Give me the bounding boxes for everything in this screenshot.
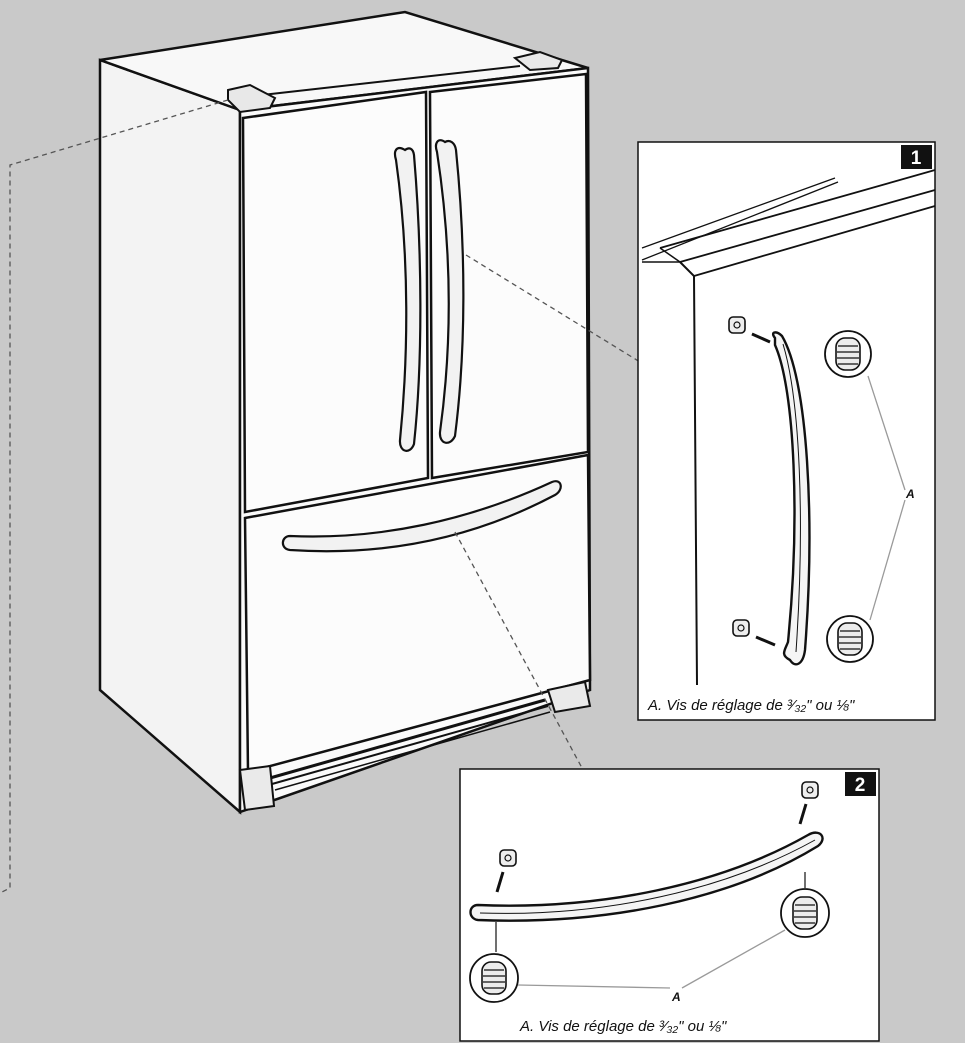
detail-1-frame (637, 141, 936, 721)
detail-1-callout-lines (867, 375, 906, 621)
refrigerator (98, 10, 592, 815)
detail-2-callout-letter: A (671, 990, 681, 1004)
detail-panel-2: 2 (459, 768, 880, 1042)
detail-1-set-screw-magnified-top (824, 330, 872, 378)
detail-2-drawer-handle (469, 831, 824, 922)
right-refrigerator-door (428, 72, 590, 480)
detail-1-badge-number: 1 (911, 148, 922, 169)
right-hinge-cover (512, 50, 564, 72)
leader-lines (0, 99, 641, 894)
detail-1-badge (901, 145, 932, 169)
detail-2-badge (845, 772, 876, 796)
detail-2-badge-number: 2 (855, 775, 866, 796)
detail-1-door-edges (641, 169, 936, 686)
base-grille (269, 698, 551, 791)
right-leveling-foot (546, 680, 592, 714)
left-refrigerator-door (241, 90, 430, 514)
detail-1-upper-screw (728, 316, 771, 344)
detail-1-set-screw-magnified-bottom (826, 615, 874, 663)
fridge-side-panel (98, 58, 242, 815)
hinge-leader-line (0, 99, 229, 894)
detail-2-caption: A. Vis de réglage de ³⁄₃₂" ou ⅛" (519, 1018, 727, 1035)
detail-2-set-screw-magnified-right (780, 888, 830, 938)
detail-2-right-screw (798, 781, 819, 825)
detail-2-left-screw (495, 849, 517, 893)
detail-panel-1: 1 (637, 141, 936, 721)
detail-2-set-screw-magnified-left (469, 953, 519, 1003)
freezer-drawer-handle (281, 480, 562, 553)
detail-1-lower-screw (732, 619, 776, 647)
detail-2-callout-lines (517, 929, 786, 989)
right-door-handle (434, 139, 465, 444)
detail-1-caption: A. Vis de réglage de ³⁄₃₂" ou ⅛" (647, 697, 855, 714)
left-leveling-foot (238, 764, 276, 812)
detail-2-connectors (495, 872, 806, 952)
left-door-handle (393, 146, 422, 452)
detail-1-callout-letter: A (905, 487, 915, 501)
freezer-drawer (243, 453, 592, 774)
top-trim (261, 65, 521, 96)
door-handle-leader-line (465, 254, 641, 363)
detail-1-door-handle (771, 331, 811, 666)
